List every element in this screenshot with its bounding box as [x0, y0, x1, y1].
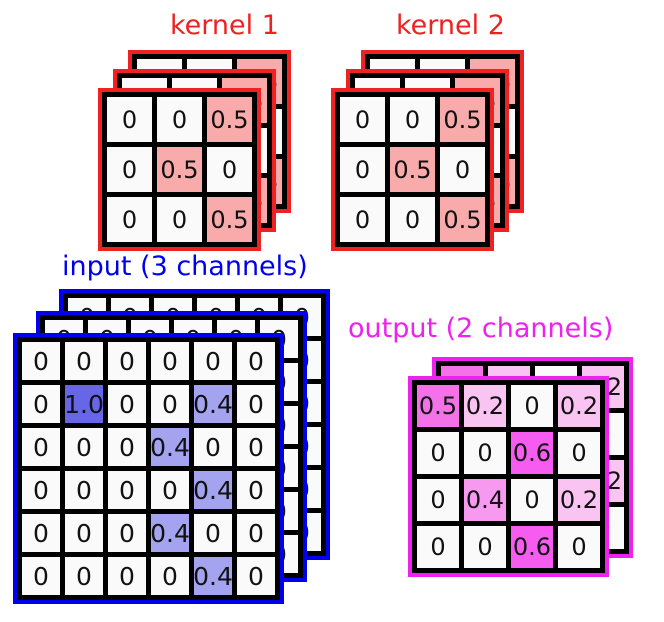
input-cell: 0	[237, 428, 275, 466]
kernel-1-cell: 0.5	[207, 197, 252, 242]
output-cell: 0	[417, 479, 459, 521]
output-title: output (2 channels)	[348, 313, 614, 344]
input-cell: 0	[22, 471, 60, 509]
output-cell: 0.5	[417, 385, 459, 427]
kernel-2-cell: 0	[340, 147, 385, 192]
kernel-1-cell: 0.5	[157, 147, 202, 192]
output-cell: 0	[464, 432, 506, 474]
input-cell: 0	[65, 514, 103, 552]
output-cell: 0	[464, 526, 506, 568]
input-cell: 0	[22, 385, 60, 423]
kernel-1-cell: 0.5	[207, 97, 252, 142]
kernel-1-cell: 0	[207, 147, 252, 192]
kernel-2-cell: 0	[340, 197, 385, 242]
kernel-1-cell: 0	[107, 97, 152, 142]
input-cell: 0	[194, 514, 232, 552]
output-cell: 0.2	[558, 385, 600, 427]
input-cell: 0	[108, 385, 146, 423]
kernel-2-cell: 0.5	[390, 147, 435, 192]
input-cell: 0	[108, 514, 146, 552]
kernel-2-cell: 0	[390, 197, 435, 242]
input-cell: 0	[151, 385, 189, 423]
input-cell: 0	[237, 342, 275, 380]
input-cell: 0	[108, 428, 146, 466]
kernel-2-title: kernel 2	[396, 10, 505, 41]
input-cell: 0	[108, 342, 146, 380]
input-cell: 0	[237, 471, 275, 509]
input-cell: 0.4	[194, 471, 232, 509]
input-cell: 0	[65, 557, 103, 595]
output-cell: 0.2	[464, 385, 506, 427]
output-cell: 0	[511, 385, 553, 427]
output-cell: 0.6	[511, 432, 553, 474]
kernel-1-cell: 0	[107, 147, 152, 192]
input-cell: 0	[194, 342, 232, 380]
input-cell: 0.4	[151, 514, 189, 552]
input-cell: 0.4	[194, 385, 232, 423]
input-cell: 0	[151, 342, 189, 380]
output-cell: 0.2	[558, 479, 600, 521]
kernel-1-title: kernel 1	[170, 10, 279, 41]
kernel-2-cell: 0.5	[440, 97, 485, 142]
input-cell: 0	[151, 557, 189, 595]
output-cell: 0	[558, 526, 600, 568]
kernel-1-cell: 0	[157, 97, 202, 142]
input-cell: 0	[108, 471, 146, 509]
input-cell: 0	[22, 557, 60, 595]
input-cell: 0	[65, 471, 103, 509]
input-cell: 0	[237, 385, 275, 423]
output-cell: 0	[511, 479, 553, 521]
output-cell: 0.4	[464, 479, 506, 521]
output-cell: 0	[417, 432, 459, 474]
output-cell: 0	[558, 432, 600, 474]
input-cell: 0	[22, 342, 60, 380]
kernel-2-cell: 0	[440, 147, 485, 192]
output-cell: 0.6	[511, 526, 553, 568]
input-cell: 0	[237, 557, 275, 595]
input-cell: 0	[194, 428, 232, 466]
kernel-2-cell: 0	[390, 97, 435, 142]
input-cell: 0.4	[151, 428, 189, 466]
kernel-1-cell: 0	[107, 197, 152, 242]
input-cell: 0	[22, 428, 60, 466]
input-cell: 0.4	[194, 557, 232, 595]
input-cell: 0	[108, 557, 146, 595]
input-cell: 0	[151, 471, 189, 509]
input-cell: 0	[22, 514, 60, 552]
input-title: input (3 channels)	[62, 251, 308, 282]
output-cell: 0	[417, 526, 459, 568]
input-cell: 0	[237, 514, 275, 552]
input-cell: 0	[65, 428, 103, 466]
input-cell: 0	[65, 342, 103, 380]
input-cell: 1.0	[65, 385, 103, 423]
kernel-1-cell: 0	[157, 197, 202, 242]
kernel-2-cell: 0.5	[440, 197, 485, 242]
kernel-2-cell: 0	[340, 97, 385, 142]
